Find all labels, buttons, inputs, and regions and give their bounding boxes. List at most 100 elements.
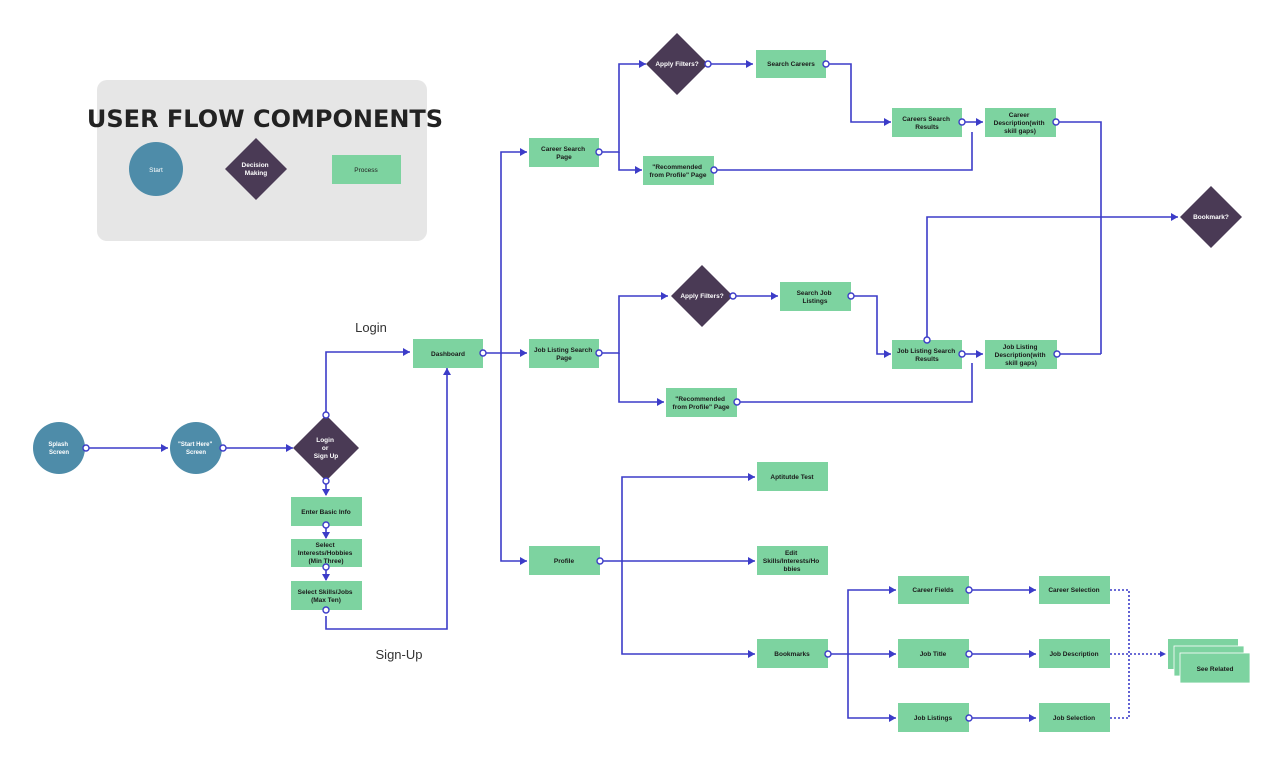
connection-dot bbox=[965, 650, 973, 658]
connection-dot bbox=[322, 563, 330, 571]
connection-dot bbox=[847, 292, 855, 300]
process-career-search-page[interactable] bbox=[529, 138, 599, 167]
process-job-listing-search-page[interactable] bbox=[529, 339, 599, 368]
process-search-job-listings[interactable] bbox=[780, 282, 851, 311]
process-select-interests[interactable] bbox=[291, 539, 362, 567]
arrowhead bbox=[520, 148, 527, 156]
process-careers-search-results[interactable] bbox=[892, 108, 962, 137]
connection-dot bbox=[1053, 350, 1061, 358]
arrowhead bbox=[889, 586, 896, 594]
connector bbox=[618, 152, 642, 171]
process-bookmarks[interactable] bbox=[757, 639, 828, 668]
arrowhead bbox=[635, 166, 642, 174]
process-search-careers[interactable] bbox=[756, 50, 826, 78]
node-label: Job Listing Search Results bbox=[897, 348, 957, 363]
connector bbox=[325, 368, 448, 630]
start-node-splash[interactable]: Splash Screen bbox=[33, 422, 85, 474]
connection-dot bbox=[958, 350, 966, 358]
start-circle bbox=[33, 422, 85, 474]
connector bbox=[847, 654, 896, 719]
signup-label: Sign-Up bbox=[376, 647, 423, 662]
connector bbox=[618, 353, 664, 403]
decision-diamond bbox=[1180, 186, 1242, 248]
arrowhead bbox=[1160, 651, 1166, 657]
node-label: "Start Here" Screen bbox=[178, 442, 214, 456]
arrowhead bbox=[161, 444, 168, 452]
decision-login-signup[interactable]: Login or Sign Up bbox=[293, 415, 359, 481]
process-recommended-jobs[interactable] bbox=[666, 388, 737, 417]
process-see-related[interactable] bbox=[1179, 652, 1251, 684]
process-select-skills[interactable] bbox=[291, 581, 362, 610]
connection-dots bbox=[82, 60, 1061, 722]
process-job-selection[interactable] bbox=[1039, 703, 1110, 732]
arrowhead bbox=[639, 60, 646, 68]
process-job-title[interactable] bbox=[898, 639, 969, 668]
legend-process-shape bbox=[332, 155, 401, 184]
arrowhead bbox=[403, 348, 410, 356]
arrowhead bbox=[748, 650, 755, 658]
connection-dot bbox=[219, 444, 227, 452]
process-job-listing-search-results[interactable] bbox=[892, 340, 962, 369]
connection-dot bbox=[596, 557, 604, 565]
arrowhead bbox=[771, 292, 778, 300]
node-label: Job Description bbox=[1049, 651, 1098, 658]
arrowhead bbox=[889, 650, 896, 658]
decision-diamond bbox=[671, 265, 733, 327]
connector bbox=[851, 295, 891, 355]
connector bbox=[325, 351, 410, 415]
start-node-start-here[interactable]: "Start Here" Screen bbox=[170, 422, 222, 474]
node-label: Login or Sign Up bbox=[314, 437, 339, 460]
connection-dot bbox=[729, 292, 737, 300]
decision-bookmark[interactable]: Bookmark? bbox=[1180, 186, 1242, 248]
connector bbox=[483, 151, 527, 354]
connection-dot bbox=[710, 166, 718, 174]
process-recommended-careers[interactable] bbox=[643, 156, 714, 185]
process-job-listings[interactable] bbox=[898, 703, 969, 732]
connection-dot bbox=[322, 521, 330, 529]
arrowhead bbox=[889, 714, 896, 722]
process-job-description[interactable] bbox=[1039, 639, 1110, 668]
arrowhead bbox=[661, 292, 668, 300]
node-label: Career Fields bbox=[912, 587, 954, 594]
process-career-description[interactable] bbox=[985, 108, 1056, 137]
connector bbox=[599, 295, 668, 354]
node-label: Careers Search Results bbox=[902, 116, 952, 131]
arrowhead bbox=[748, 557, 755, 565]
node-label: Job Listing Search Page bbox=[534, 347, 594, 362]
process-career-fields[interactable] bbox=[898, 576, 969, 604]
decision-apply-filters-careers[interactable]: Apply Filters? bbox=[646, 33, 708, 95]
arrowhead bbox=[322, 532, 330, 539]
node-label: Career Search Page bbox=[541, 146, 587, 161]
start-circle bbox=[170, 422, 222, 474]
arrowhead bbox=[1029, 650, 1036, 658]
process-dashboard[interactable] bbox=[413, 339, 483, 368]
node-label: Select Skills/Jobs (Max Ten) bbox=[298, 589, 355, 604]
process-edit-skills[interactable] bbox=[757, 546, 828, 575]
connection-dot bbox=[824, 650, 832, 658]
process-labels: Enter Basic Info Select Interests/Hobbie… bbox=[298, 61, 1234, 722]
process-job-listing-description[interactable] bbox=[985, 340, 1057, 369]
process-aptitude-test[interactable] bbox=[757, 462, 828, 491]
connection-dot bbox=[322, 477, 330, 485]
arrowhead bbox=[976, 350, 983, 358]
node-label: Select Interests/Hobbies (Min Three) bbox=[298, 542, 354, 565]
arrowheads bbox=[161, 60, 1178, 722]
legend-decision-label: Decision Making bbox=[242, 162, 271, 177]
decision-apply-filters-jobs[interactable]: Apply Filters? bbox=[671, 265, 733, 327]
process-career-selection[interactable] bbox=[1039, 576, 1110, 604]
arrowhead bbox=[657, 398, 664, 406]
legend-title: USER FLOW COMPONENTS bbox=[87, 105, 443, 133]
node-label: Aptitutde Test bbox=[770, 474, 814, 481]
process-profile[interactable] bbox=[529, 546, 600, 575]
connection-dot bbox=[965, 714, 973, 722]
connector bbox=[500, 353, 527, 562]
process-enter-basic-info[interactable] bbox=[291, 497, 362, 526]
connection-dot bbox=[923, 336, 931, 344]
legend-process-label: Process bbox=[354, 167, 378, 174]
connection-dot bbox=[1052, 118, 1060, 126]
decision-diamond bbox=[293, 415, 359, 481]
arrowhead bbox=[1029, 714, 1036, 722]
node-label: Enter Basic Info bbox=[301, 509, 351, 516]
node-label: Search Careers bbox=[767, 61, 815, 68]
node-label: Job Title bbox=[920, 651, 947, 658]
